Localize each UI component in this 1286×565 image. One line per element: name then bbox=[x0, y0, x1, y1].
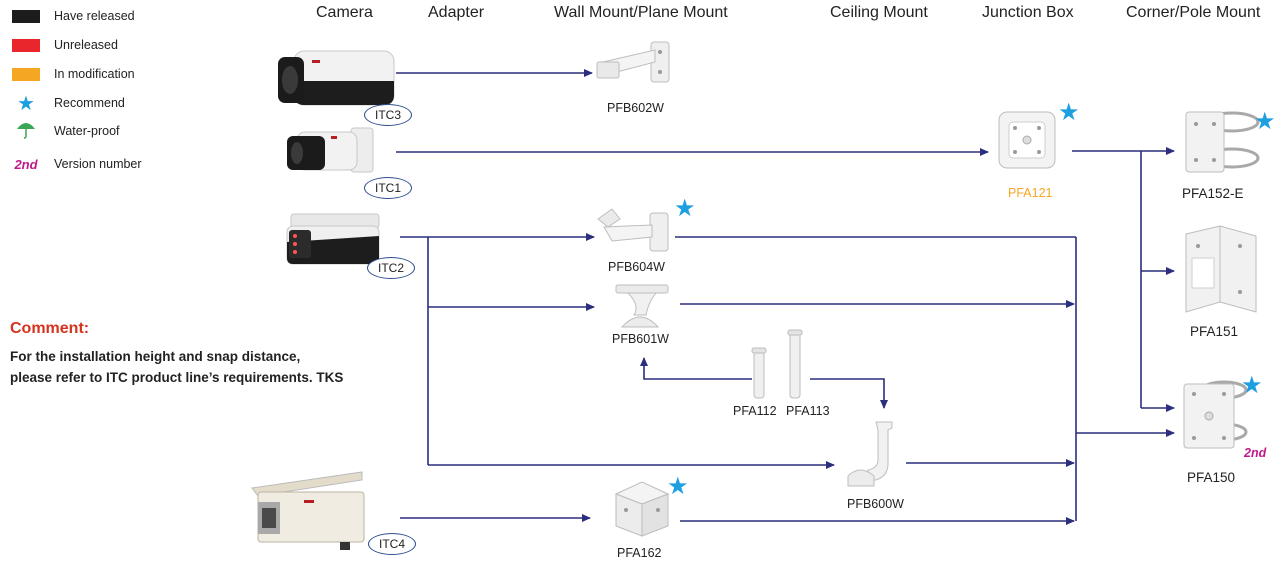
pfb602w-image bbox=[596, 41, 670, 83]
pfa152e-star-icon: ★ bbox=[1254, 108, 1276, 135]
pfb601w-label: PFB601W bbox=[612, 332, 669, 346]
pfa121-star-icon: ★ bbox=[1058, 99, 1080, 126]
pfa150-label: PFA150 bbox=[1187, 470, 1236, 485]
camera-itc2-tag: ITC2 bbox=[367, 257, 415, 279]
comment-text: For the installation height and snap dis… bbox=[10, 346, 343, 388]
pfa162-label: PFA162 bbox=[617, 546, 662, 560]
legend-in-modification: In modification bbox=[12, 65, 135, 83]
pfb604w-image bbox=[597, 208, 669, 252]
pfa121-label: PFA121 bbox=[1008, 186, 1053, 200]
pfb600w-image bbox=[847, 421, 893, 487]
comment-line-2: please refer to ITC product line’s requi… bbox=[10, 370, 344, 385]
legend-have-released-label: Have released bbox=[54, 9, 135, 23]
header-ceiling-mount: Ceiling Mount bbox=[830, 4, 928, 21]
legend-unreleased: Unreleased bbox=[12, 36, 118, 54]
camera-itc3-image bbox=[278, 50, 395, 106]
legend-have-released: Have released bbox=[12, 7, 135, 25]
pfa162-image bbox=[614, 481, 670, 537]
pfa112-pfa113-image bbox=[751, 329, 803, 399]
header-wall-mount: Wall Mount/Plane Mount bbox=[554, 4, 728, 21]
legend-recommend: ★ Recommend bbox=[12, 93, 125, 115]
camera-itc4-tag: ITC4 bbox=[368, 533, 416, 555]
umbrella-icon bbox=[12, 120, 40, 143]
star-icon: ★ bbox=[17, 92, 35, 115]
pfb602w-label: PFB602W bbox=[607, 101, 664, 115]
header-camera: Camera bbox=[316, 4, 373, 21]
pfa150-image bbox=[1183, 380, 1248, 449]
legend-version: 2nd Version number bbox=[12, 155, 142, 173]
legend-recommend-label: Recommend bbox=[54, 96, 125, 110]
header-corner-pole: Corner/Pole Mount bbox=[1126, 4, 1261, 21]
released-swatch bbox=[12, 9, 40, 23]
pfa150-star-icon: ★ bbox=[1241, 372, 1263, 399]
header-junction-box: Junction Box bbox=[982, 4, 1074, 21]
camera-itc3-tag: ITC3 bbox=[364, 104, 412, 126]
comment-title: Comment: bbox=[10, 320, 90, 337]
pfa150-version-badge: 2nd bbox=[1244, 446, 1267, 460]
camera-itc1-image bbox=[287, 127, 374, 173]
pfa162-star-icon: ★ bbox=[667, 473, 689, 500]
camera-itc4-image bbox=[251, 471, 365, 550]
pfa151-label: PFA151 bbox=[1190, 324, 1239, 339]
unreleased-swatch bbox=[12, 38, 40, 52]
header-adapter: Adapter bbox=[428, 4, 485, 21]
pfb600w-label: PFB600W bbox=[847, 497, 904, 511]
modification-swatch bbox=[12, 67, 40, 81]
pfb604w-star-icon: ★ bbox=[674, 195, 696, 222]
pfa113-label: PFA113 bbox=[786, 404, 830, 418]
camera-itc1-tag: ITC1 bbox=[364, 177, 412, 199]
pfa152e-label: PFA152-E bbox=[1182, 186, 1244, 201]
pfa112-label: PFA112 bbox=[733, 404, 777, 418]
legend-unreleased-label: Unreleased bbox=[54, 38, 118, 52]
pfa152e-image bbox=[1185, 111, 1260, 173]
pfa121-image bbox=[998, 111, 1056, 169]
legend-water-proof-label: Water-proof bbox=[54, 124, 120, 138]
comment-line-1: For the installation height and snap dis… bbox=[10, 349, 301, 364]
version-symbol: 2nd bbox=[14, 156, 38, 172]
pfb601w-image bbox=[615, 284, 669, 328]
legend-version-label: Version number bbox=[54, 157, 142, 171]
camera-itc2-image bbox=[286, 213, 380, 265]
legend-water-proof: Water-proof bbox=[12, 122, 120, 140]
pfb604w-label: PFB604W bbox=[608, 260, 665, 274]
legend-in-modification-label: In modification bbox=[54, 67, 135, 81]
pfa151-image bbox=[1185, 225, 1257, 313]
